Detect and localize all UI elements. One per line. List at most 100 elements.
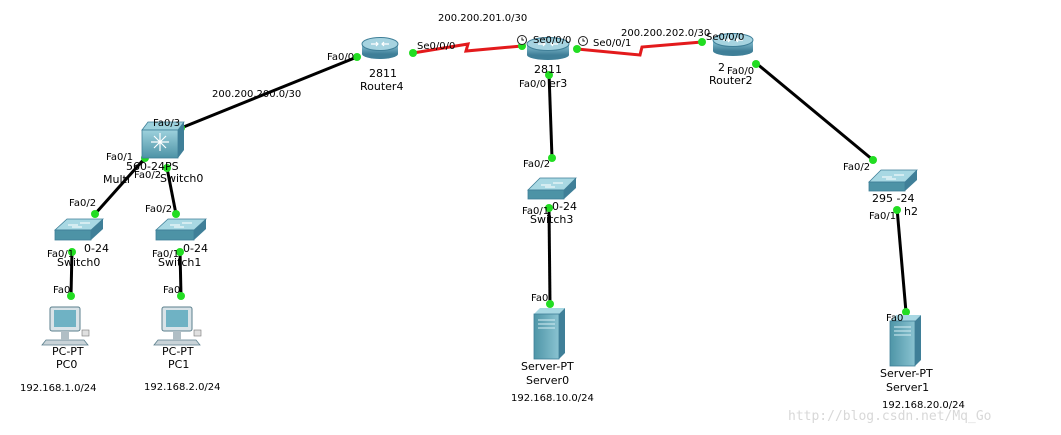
network-label-200-200-201: 200.200.201.0/30	[438, 13, 527, 24]
pc1-model-label: PC-PT	[162, 345, 194, 358]
switch2-device[interactable]: 295 -24 h2	[868, 169, 918, 218]
server1-device[interactable]: Server-PT Server1	[880, 315, 933, 394]
router4-model-label: 2811	[369, 67, 397, 80]
multilayer-switch0-device[interactable]: 560-24PS Multi Switch0	[103, 121, 203, 186]
serial-link-router3-router2[interactable]	[576, 40, 703, 57]
switch0-model-label: 0-24	[84, 242, 109, 255]
link-switch0-pc0[interactable]	[69, 249, 74, 297]
port-label-msw-fa02: Fa0/2	[134, 170, 161, 181]
port-dot-pc1-fa0	[177, 292, 185, 300]
port-label-r3-fa00: Fa0/0	[519, 79, 546, 90]
pc-icon	[153, 306, 202, 346]
link-router3-switch3[interactable]	[547, 72, 554, 159]
network-label-200-200-202: 200.200.202.0/30	[621, 28, 710, 39]
port-dot-r3-fa00	[545, 71, 553, 79]
port-label-sw0-fa02: Fa0/2	[69, 198, 96, 209]
switch1-model-label: 0-24	[183, 242, 208, 255]
router3-name-label: er3	[549, 77, 567, 90]
link-mswitch0-switch1[interactable]	[165, 167, 178, 215]
port-label-sw3-fa02: Fa0/2	[523, 159, 550, 170]
link-router2-switch2[interactable]	[755, 61, 874, 162]
server1-model-label: Server-PT	[880, 367, 933, 380]
port-label-sw2-fa02: Fa0/2	[843, 162, 870, 173]
mswitch0-model-label: 560-24PS	[126, 160, 179, 173]
pc-icon	[41, 306, 90, 346]
port-dot-r2-se000	[698, 38, 706, 46]
port-dot-server0-fa0	[546, 300, 554, 308]
port-label-r2-se000: Se0/0/0	[706, 32, 744, 43]
port-dot-r2-fa00	[752, 60, 760, 68]
switch1-device[interactable]: 0-24 Switch1	[154, 218, 208, 269]
server-icon	[533, 308, 565, 360]
network-label-200-200-200: 200.200.200.0/30	[212, 89, 301, 100]
server0-model-label: Server-PT	[521, 360, 574, 373]
port-dot-msw-fa02	[163, 164, 171, 172]
router2-device[interactable]: 2 Router2	[709, 33, 754, 88]
switch-icon	[527, 177, 577, 200]
mswitch0-name-label-b: Switch0	[160, 172, 203, 185]
port-dot-r3-se001	[573, 45, 581, 53]
switch-icon	[154, 218, 208, 241]
switch3-model-label: 0-24	[552, 200, 577, 213]
switch2-name-label: h2	[904, 205, 918, 218]
router2-name-label: Router2	[709, 74, 752, 87]
pc0-model-label: PC-PT	[52, 345, 84, 358]
switch-icon	[53, 218, 105, 241]
port-label-server0-fa0: Fa0	[531, 293, 548, 304]
server0-device[interactable]: Server-PT Server0	[521, 308, 574, 387]
port-dot-sw0-fa02	[91, 210, 99, 218]
lan-label-pc0: 192.168.1.0/24	[20, 383, 97, 394]
pc0-device[interactable]: PC-PT PC0	[41, 306, 90, 371]
switch0-device[interactable]: 0-24 Switch0	[53, 218, 109, 269]
port-label-sw0-fa01: Fa0/1	[47, 249, 74, 260]
link-router4-mswitch0[interactable]	[180, 55, 358, 130]
router-icon	[526, 37, 570, 60]
pc1-device[interactable]: PC-PT PC1	[153, 306, 202, 371]
port-dot-sw1-fa02	[172, 210, 180, 218]
port-label-r4-fa00: Fa0/0	[327, 52, 354, 63]
router2-model-label: 2	[718, 61, 725, 74]
port-label-pc1-fa0: Fa0	[163, 285, 180, 296]
switch3-device[interactable]: 0-24 Switch3	[527, 177, 577, 226]
port-label-sw1-fa02: Fa0/2	[145, 204, 172, 215]
switch0-name-label: Switch0	[57, 256, 100, 269]
clock-icon	[578, 36, 588, 46]
switch3-name-label: Switch3	[530, 213, 573, 226]
port-dot-sw3-fa01	[545, 204, 553, 212]
port-dot-sw0-fa01	[68, 248, 76, 256]
switch2-model-label: 295 -24	[872, 192, 914, 205]
port-dot-pc0-fa0	[67, 292, 75, 300]
router4-device[interactable]: 2811 Router4	[360, 37, 403, 94]
port-dot-sw2-fa01	[893, 206, 901, 214]
lan-label-server1: 192.168.20.0/24	[882, 400, 965, 411]
multilayer-switch-icon	[141, 121, 185, 159]
serial-link-router4-router3[interactable]	[412, 42, 523, 55]
network-labels: 200.200.200.0/30 200.200.201.0/30 200.20…	[20, 13, 965, 411]
lan-label-pc1: 192.168.2.0/24	[144, 382, 221, 393]
lan-label-server0: 192.168.10.0/24	[511, 393, 594, 404]
switch1-name-label: Switch1	[158, 256, 201, 269]
link-switch1-pc1[interactable]	[178, 249, 183, 297]
link-mswitch0-switch0[interactable]	[93, 157, 147, 215]
port-label-sw1-fa01: Fa0/1	[152, 249, 179, 260]
port-label-r4-se000: Se0/0/0	[417, 41, 455, 52]
server1-name-label: Server1	[886, 381, 929, 394]
port-dot-r4-se000	[409, 49, 417, 57]
link-switch3-server0[interactable]	[547, 207, 552, 305]
ethernet-links	[69, 55, 908, 313]
port-label-r2-fa00: Fa0/0	[727, 66, 754, 77]
link-switch2-server1[interactable]	[895, 207, 908, 313]
mswitch0-name-label-a: Multi	[103, 173, 130, 186]
port-label-r3-se001: Se0/0/1	[593, 38, 631, 49]
pc0-name-label: PC0	[56, 358, 77, 371]
watermark-text: http://blog.csdn.net/Mq_Go	[788, 409, 992, 424]
router3-device[interactable]: 2811 er3	[526, 37, 570, 91]
port-label-sw3-fa01: Fa0/1	[522, 206, 549, 217]
serial-links	[412, 40, 703, 57]
port-dot-r4-fa00	[353, 53, 361, 61]
server-icon	[889, 315, 921, 367]
port-label-sw2-fa01: Fa0/1	[869, 211, 896, 222]
port-label-r3-se000: Se0/0/0	[533, 35, 571, 46]
